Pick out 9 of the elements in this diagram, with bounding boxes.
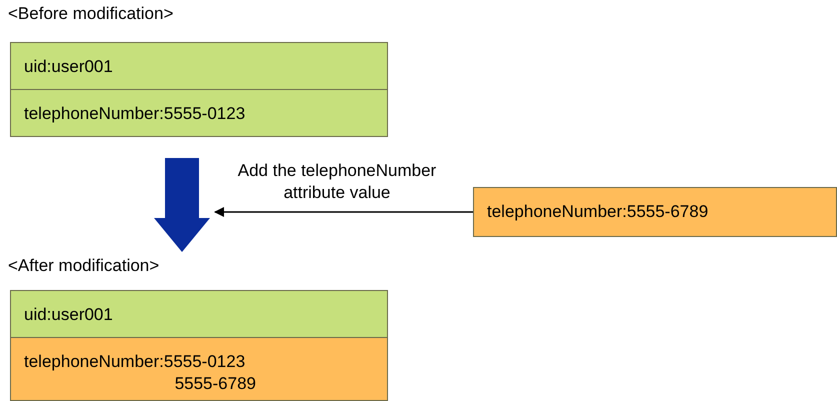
arrow [214, 207, 473, 217]
block-arrow [154, 158, 210, 252]
attribute-row: telephoneNumber:5555-0123 [10, 89, 388, 137]
attribute-row: uid:user001 [10, 290, 388, 338]
attribute-row: telephoneNumber:5555-0123 5555-6789 [10, 337, 388, 401]
attribute-row: uid:user001 [10, 42, 388, 90]
value-box: telephoneNumber:5555-6789 [473, 187, 837, 237]
section-heading: <Before modification> [8, 4, 174, 24]
section-heading: <After modification> [8, 256, 160, 276]
